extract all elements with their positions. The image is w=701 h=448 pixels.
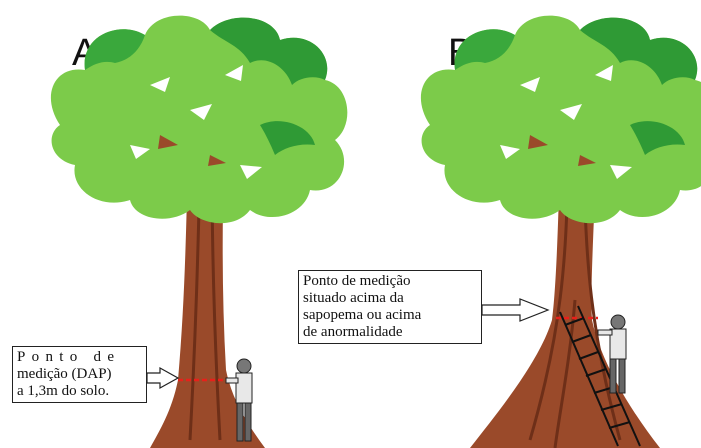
callout-a-line-2: medição (DAP): [17, 366, 112, 382]
person-b: [597, 314, 627, 394]
callout-a-line-3: a 1,3m do solo.: [17, 383, 110, 399]
tree-b-crown: [420, 15, 701, 224]
callout-a-line-1: Ponto de: [17, 349, 121, 365]
tree-a-crown: [50, 15, 348, 224]
callout-dap: Ponto de medição (DAP) a 1,3m do solo.: [12, 346, 147, 403]
tree-a: [50, 15, 348, 448]
arrow-a: [146, 366, 180, 390]
callout-b-line-3: sapopema ou acima: [303, 307, 422, 323]
callout-b-line-2: situado acima da: [303, 290, 404, 306]
callout-b-line-4: de anormalidade: [303, 324, 403, 340]
callout-b-line-1: Ponto de medição: [303, 273, 411, 289]
ladder: [559, 305, 641, 447]
callout-above-buttress: Ponto de medição situado acima da sapope…: [298, 270, 482, 344]
tree-b: [420, 15, 701, 448]
tree-a-trunk: [150, 160, 265, 448]
arrow-b: [481, 298, 550, 322]
person-a: [225, 358, 253, 442]
